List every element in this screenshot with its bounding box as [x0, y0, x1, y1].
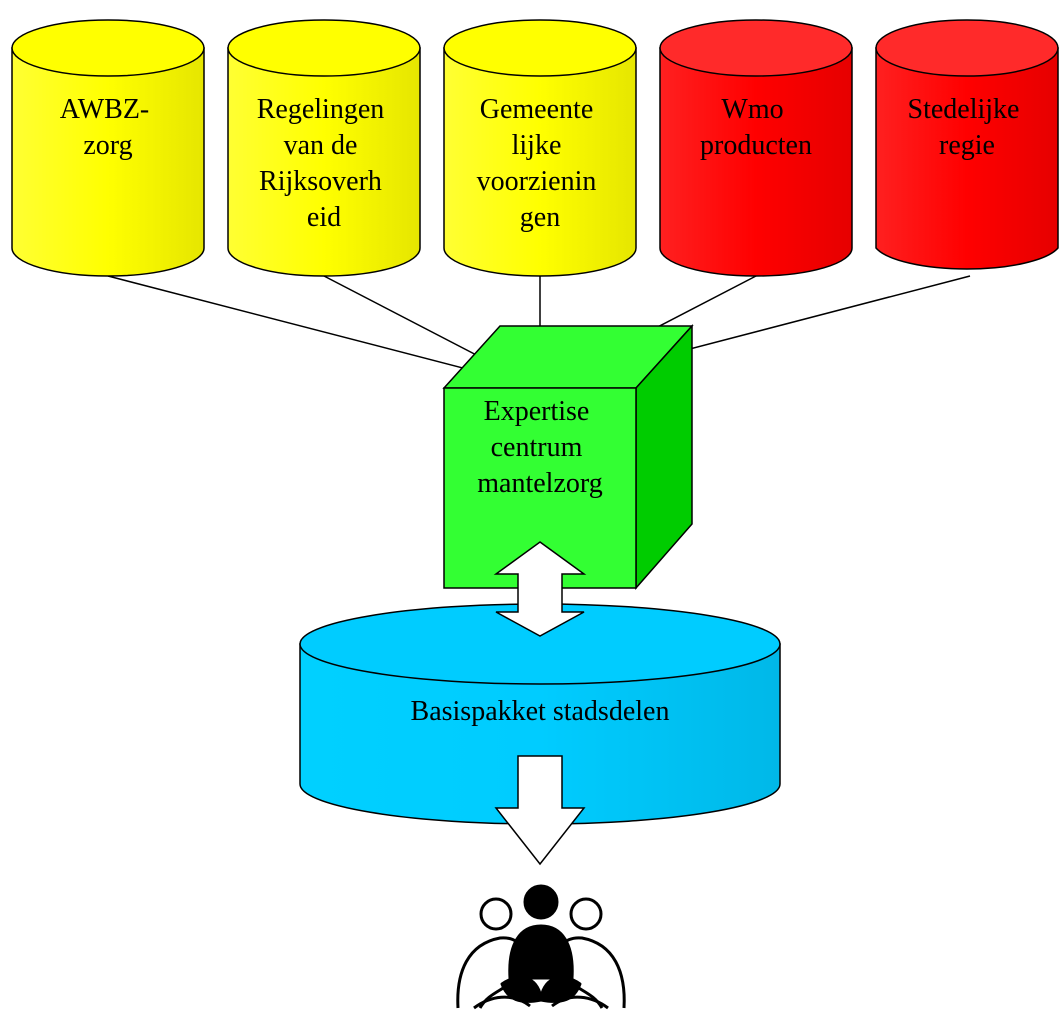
cube-label-line: Expertise: [484, 396, 590, 427]
cylinder-top: [659, 19, 853, 77]
cylinder-label-line: Rijksoverh: [259, 166, 382, 197]
cylinder-label-line: van de: [284, 130, 358, 161]
cylinder-body: [227, 47, 421, 277]
cylinder-label-line: voorzienin: [477, 166, 597, 197]
cylinder-label-line: lijke: [512, 130, 562, 161]
cylinder-label-line: producten: [700, 130, 812, 161]
double-arrow: [493, 541, 587, 637]
group-of-people-icon: [456, 884, 626, 1010]
cylinder-label-line: Regelingen: [257, 94, 385, 125]
svg-text:Regelingen van de: Regelingen van de Rijksoverh eid: [257, 94, 392, 233]
down-arrow: [494, 755, 586, 866]
svg-text:Stedelijke regie: Stedelijke regie: [908, 94, 1027, 161]
cylinder-regelingen-rijksoverheid: Regelingen van de Rijksoverh eid: [227, 19, 421, 277]
cylinder-label-line: regie: [939, 130, 995, 161]
cylinder-label-line: Stedelijke: [908, 94, 1020, 125]
svg-text:AWBZ- zorg: AWBZ- zorg: [60, 94, 157, 161]
cylinder-top: [11, 19, 205, 77]
cylinder-wmo-producten: Wmo producten: [659, 19, 853, 277]
cylinder-top: [227, 19, 421, 77]
cylinder-awbz-zorg: AWBZ- zorg: [11, 19, 205, 277]
cylinder-body: [11, 47, 205, 277]
cylinder-top: [443, 19, 637, 77]
base-label: Basispakket stadsdelen: [411, 696, 670, 727]
cylinder-label-line: eid: [307, 202, 341, 233]
cylinder-label-line: zorg: [83, 130, 132, 161]
cylinder-basispakket-stadsdelen: [299, 603, 781, 825]
svg-text:Expertise centrum mant: Expertise centrum mantelzorg: [477, 396, 602, 499]
svg-text:Gemeente lijke voo: Gemeente lijke voorzienin gen: [477, 94, 604, 233]
cylinder-body: [659, 47, 853, 277]
cylinder-label-line: AWBZ-: [60, 94, 150, 125]
cube-label-line: mantelzorg: [477, 468, 602, 499]
cube-label-line: centrum: [491, 432, 583, 463]
cylinder-label-line: Gemeente: [480, 94, 594, 125]
cylinder-body: [443, 47, 637, 277]
cylinder-body: [875, 47, 1059, 270]
svg-text:Wmo producten: Wmo producten: [700, 94, 812, 161]
cylinder-label-line: gen: [520, 202, 560, 233]
cylinder-gemeentelijke-voorzieningen: Gemeente lijke voorzienin gen: [443, 19, 637, 277]
cylinder-top: [875, 19, 1059, 77]
cylinder-label-line: Wmo: [721, 94, 783, 125]
cylinder-stedelijke-regie: Stedelijke regie: [875, 19, 1059, 270]
